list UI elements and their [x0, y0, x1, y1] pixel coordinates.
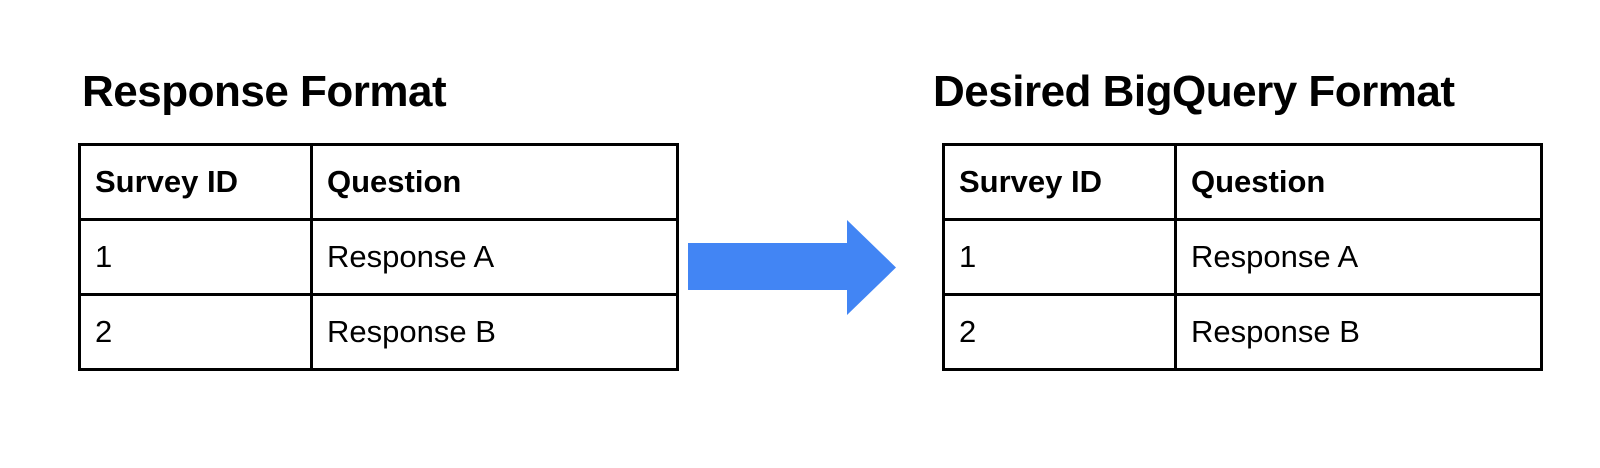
source-format-title: Response Format	[82, 67, 447, 116]
cell-question: Response B	[1174, 293, 1543, 371]
column-header-question: Question	[310, 143, 679, 221]
cell-survey-id: 1	[78, 218, 313, 296]
bigquery-format-table: Survey ID Question 1 Response A 2 Respon…	[942, 143, 1543, 371]
table-header-row: Survey ID Question	[78, 143, 679, 221]
table-row: 2 Response B	[78, 293, 679, 371]
table-row: 2 Response B	[942, 293, 1543, 371]
cell-question: Response B	[310, 293, 679, 371]
table-row: 1 Response A	[78, 218, 679, 296]
cell-question: Response A	[310, 218, 679, 296]
table-header-row: Survey ID Question	[942, 143, 1543, 221]
cell-survey-id: 1	[942, 218, 1177, 296]
cell-survey-id: 2	[942, 293, 1177, 371]
column-header-question: Question	[1174, 143, 1543, 221]
source-format-table: Survey ID Question 1 Response A 2 Respon…	[78, 143, 679, 371]
cell-survey-id: 2	[78, 293, 313, 371]
column-header-survey-id: Survey ID	[942, 143, 1177, 221]
right-arrow-icon	[688, 220, 896, 315]
cell-question: Response A	[1174, 218, 1543, 296]
table-row: 1 Response A	[942, 218, 1543, 296]
column-header-survey-id: Survey ID	[78, 143, 313, 221]
desired-format-title: Desired BigQuery Format	[933, 67, 1455, 116]
